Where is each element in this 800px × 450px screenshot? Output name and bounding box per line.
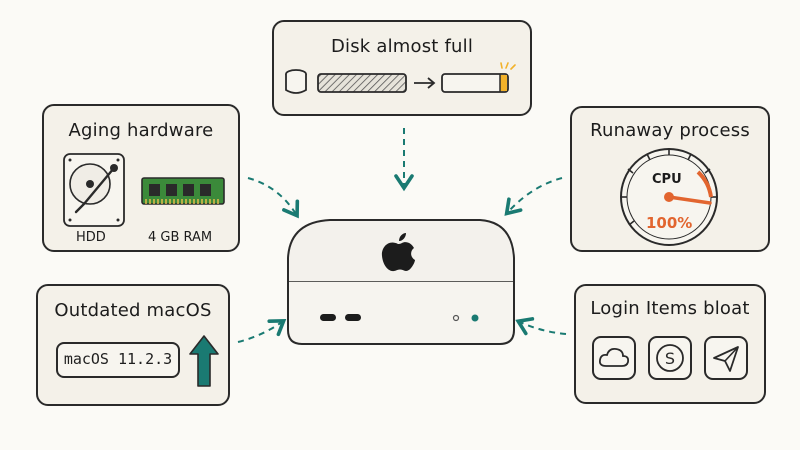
power-led — [471, 314, 479, 322]
disk-drive-icon — [285, 69, 307, 94]
cpu-gauge-icon — [620, 148, 718, 246]
card-title: Disk almost full — [330, 36, 474, 57]
storage-bar-full-icon — [441, 62, 516, 93]
card-title: Outdated macOS — [54, 300, 212, 321]
card-title: Aging hardware — [68, 120, 214, 141]
hdd-icon — [63, 153, 125, 227]
arrow-login — [515, 317, 567, 336]
svg-text:S: S — [665, 349, 675, 368]
arrow-outdated — [237, 318, 287, 343]
arrow-right-icon — [414, 77, 436, 89]
ram-label: 4 GB RAM — [148, 230, 213, 245]
arrow-runaway — [504, 177, 563, 216]
aging-icons — [63, 153, 225, 227]
card-title: Login Items bloat — [590, 298, 750, 319]
cpu-label: CPU — [652, 172, 682, 187]
disk-icons — [285, 62, 516, 94]
card-runaway-process: Runaway process CPU 100% — [570, 106, 770, 252]
audio-jack — [452, 314, 460, 322]
arrow-aging — [247, 177, 300, 219]
card-title: Runaway process — [590, 120, 750, 141]
upgrade-arrow-icon — [189, 335, 219, 387]
usb-c-port — [320, 314, 336, 321]
apple-logo-icon — [381, 233, 415, 272]
cloud-icon — [592, 336, 636, 380]
card-disk-almost-full: Disk almost full — [272, 20, 532, 116]
ram-stick-icon — [141, 177, 225, 205]
mac-mini-device — [287, 219, 515, 345]
usb-c-port — [345, 314, 361, 321]
card-aging-hardware: Aging hardware — [42, 104, 240, 252]
hdd-label: HDD — [76, 230, 106, 245]
storage-bar-icon — [317, 73, 407, 93]
card-outdated-macos: Outdated macOS macOS 11.2.3 — [36, 284, 230, 406]
s-circle-icon: S — [648, 336, 692, 380]
cpu-value: 100% — [646, 214, 693, 232]
paper-plane-icon — [704, 336, 748, 380]
card-login-items-bloat: Login Items bloat S — [574, 284, 766, 404]
macos-version-badge: macOS 11.2.3 — [56, 342, 180, 378]
